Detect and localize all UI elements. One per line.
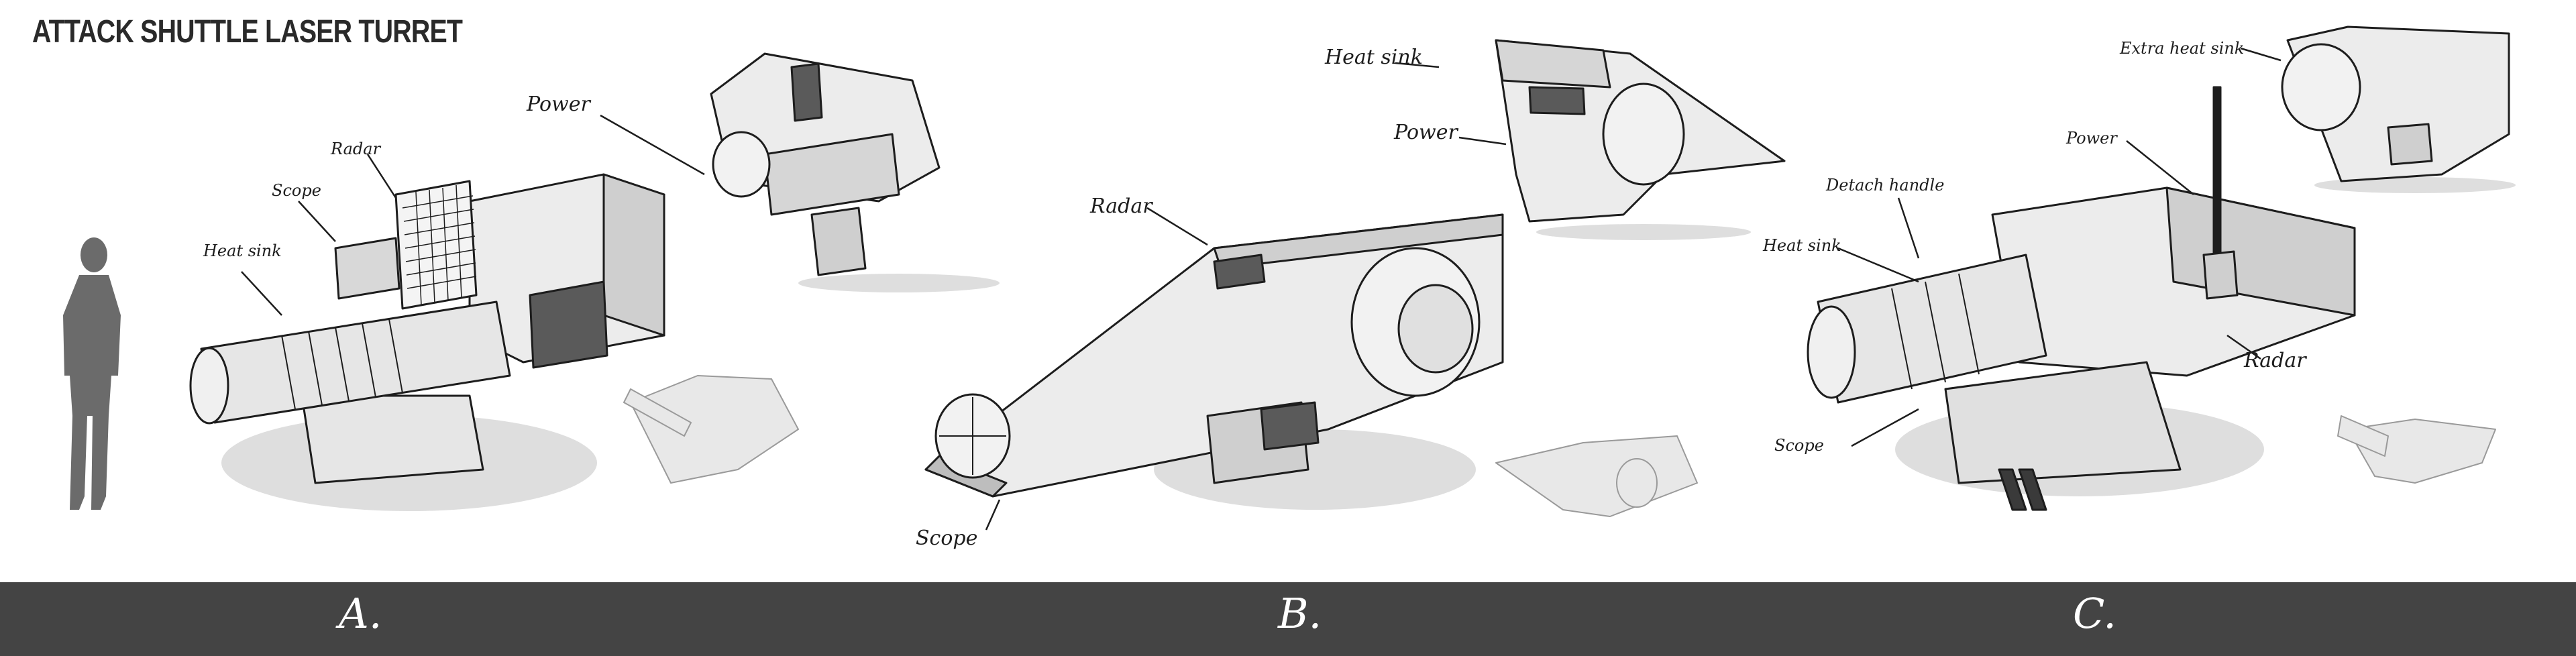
turret-c-lower-body — [1944, 361, 2182, 484]
turret-b-radar — [1213, 254, 1266, 290]
sheet-title: ATTACK SHUTTLE LASER TURRET — [32, 14, 463, 50]
callout-c-detach-handle: Detach handle — [1826, 176, 1945, 195]
callout-a-scope: Scope — [272, 181, 321, 200]
callout-c-extra-heat-sink: Extra heat sink — [2120, 39, 2245, 58]
turret-a-scope — [334, 237, 400, 300]
callout-b-power: Power — [1394, 121, 1458, 144]
turret-b-main — [924, 213, 1504, 510]
callout-b-scope: Scope — [916, 527, 978, 550]
turret-b-silhouette-thumb — [1495, 435, 1698, 517]
callout-b-heat-sink: Heat sink — [1325, 46, 1423, 69]
callout-c-heat-sink: Heat sink — [1763, 236, 1841, 255]
turret-a-silhouette-thumb — [623, 375, 799, 484]
callout-leaders — [241, 47, 2282, 531]
turret-c-silhouette-thumb — [2337, 415, 2496, 484]
turret-a-main — [189, 173, 665, 511]
turret-a-pedestal — [301, 394, 484, 484]
human-scale-silhouette — [63, 237, 121, 510]
turret-a-radar-panel — [394, 180, 478, 310]
variant-label-b: B. — [1278, 589, 1322, 638]
turret-c-detail-view — [2281, 25, 2516, 193]
variant-label-c: C. — [2073, 589, 2116, 638]
turret-a-detail-view — [710, 52, 1000, 292]
turret-c-main — [1807, 86, 2356, 511]
variant-label-a: A. — [339, 589, 382, 638]
callout-a-power: Power — [527, 93, 590, 116]
turret-c-extra-heat-sink-mast — [2212, 86, 2222, 276]
turret-b-detail-view — [1495, 39, 1786, 240]
callout-b-radar: Radar — [1090, 195, 1152, 218]
callout-c-radar: Radar — [2244, 349, 2306, 372]
variant-label-band — [0, 582, 2576, 656]
callout-a-radar: Radar — [331, 140, 381, 158]
callout-c-scope: Scope — [1774, 436, 1824, 455]
callout-a-heat-sink: Heat sink — [203, 241, 282, 260]
callout-c-power: Power — [2066, 129, 2117, 148]
